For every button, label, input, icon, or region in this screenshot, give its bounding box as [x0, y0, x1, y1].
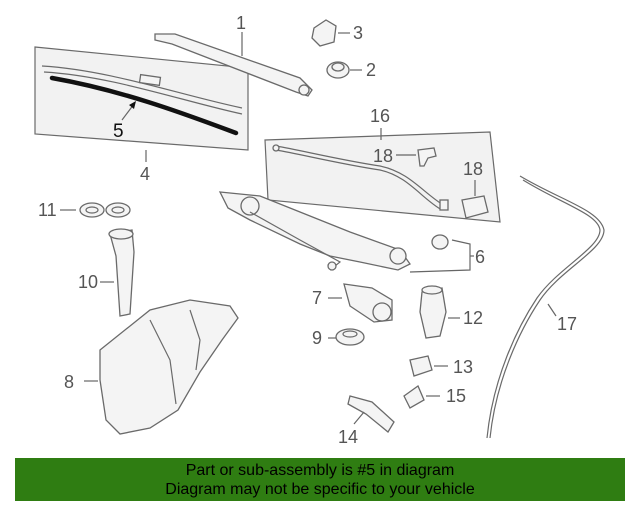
callout-8: 8 — [64, 372, 74, 392]
callout-10: 10 — [78, 272, 98, 292]
wiper-motor: 7 — [312, 283, 393, 323]
callout-2: 2 — [366, 60, 376, 80]
callout-12: 12 — [463, 308, 483, 328]
washer-hose: 17 — [486, 175, 605, 439]
pump-grommet: 13 — [409, 355, 473, 377]
motor-grommet: 9 — [312, 328, 365, 348]
arm-nut: 2 — [326, 60, 376, 80]
level-sensor: 15 — [403, 385, 466, 409]
callout-9: 9 — [312, 328, 322, 348]
callout-4: 4 — [140, 164, 150, 184]
washer-pump: 12 — [419, 285, 483, 339]
callout-7: 7 — [312, 288, 322, 308]
wiper-arm: 1 — [154, 13, 313, 97]
pivot-grommet: 6 — [409, 234, 485, 273]
callout-6: 6 — [475, 247, 485, 267]
callout-5: 5 — [113, 121, 124, 142]
callout-1: 1 — [236, 13, 246, 33]
callout-3: 3 — [353, 23, 363, 43]
callout-14: 14 — [338, 427, 358, 447]
wiper-blade-insert — [49, 75, 239, 136]
callout-18a: 18 — [373, 146, 393, 166]
windshield-wiper-parts-diagram: 5 4 1 3 2 — [34, 13, 605, 447]
callout-18b: 18 — [463, 159, 483, 179]
callout-15: 15 — [446, 386, 466, 406]
callout-16: 16 — [370, 106, 390, 126]
hose-connector: 14 — [338, 395, 395, 447]
pump-seals: 11 — [38, 200, 131, 220]
blade-assembly-box: 5 4 — [34, 46, 249, 184]
callout-17: 17 — [557, 314, 577, 334]
callout-13: 13 — [453, 357, 473, 377]
filler-neck: 10 — [78, 228, 135, 317]
wiper-linkage — [218, 191, 411, 271]
banner-line-1: Part or sub-assembly is #5 in diagram — [185, 461, 455, 479]
arm-cap: 3 — [311, 19, 363, 47]
callout-11: 11 — [38, 200, 57, 220]
banner-line-2: Diagram may not be specific to your vehi… — [165, 480, 475, 498]
info-banner: Part or sub-assembly is #5 in diagram Di… — [15, 458, 625, 501]
washer-hose-box: 16 18 18 — [264, 106, 501, 223]
washer-reservoir: 8 — [64, 299, 239, 435]
